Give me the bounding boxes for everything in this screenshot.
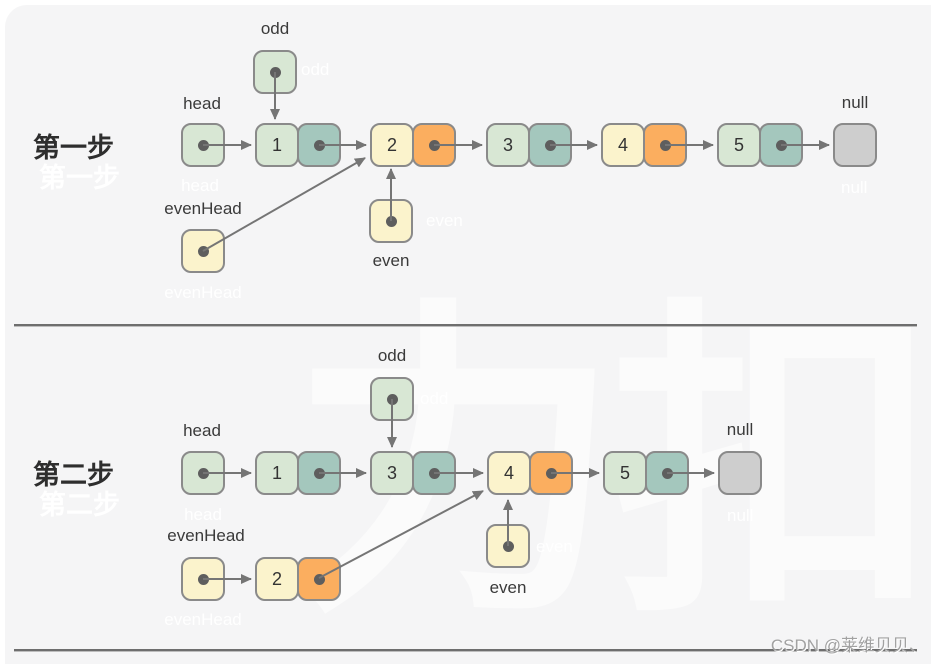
node-value-cell: 4	[487, 451, 531, 495]
step2-odd-label-ghost: odd	[420, 389, 449, 408]
step2-odd-pointer-box	[370, 377, 414, 421]
section-divider-1	[14, 324, 917, 327]
step1-odd-label-ghost: odd	[301, 60, 330, 79]
step1-head-pointer-box	[181, 123, 225, 167]
node-value: 4	[503, 462, 514, 483]
node-value: 2	[386, 134, 397, 155]
step1-node-2: 2	[370, 123, 456, 167]
step2-node-4: 4	[487, 451, 573, 495]
step2-null-box	[718, 451, 762, 495]
node-pointer-cell	[529, 451, 573, 495]
step1-head-label: head	[183, 94, 221, 113]
step1-even-label-ghost: even	[426, 211, 463, 230]
step1-null-label: null	[841, 93, 869, 112]
node-pointer-cell	[297, 451, 341, 495]
step1-head-label-ghost: head	[181, 176, 219, 195]
step2-even-pointer-box	[486, 524, 530, 568]
node-pointer-cell	[412, 123, 456, 167]
node-value: 1	[271, 462, 282, 483]
pointer-dot	[428, 467, 440, 479]
step2-node-3: 3	[370, 451, 456, 495]
pointer-dot	[197, 139, 209, 151]
node-pointer-cell	[643, 123, 687, 167]
step2-evenhead-label: evenHead	[167, 526, 245, 545]
step2-even-label-ghost: even	[536, 537, 573, 556]
step2-head-pointer-box	[181, 451, 225, 495]
node-value-cell: 1	[255, 451, 299, 495]
step1-node-4: 4	[601, 123, 687, 167]
pointer-dot	[385, 215, 397, 227]
node-value-cell: 5	[717, 123, 761, 167]
pointer-dot	[386, 393, 398, 405]
node-value-cell: 3	[370, 451, 414, 495]
step2-evenhead-pointer-box	[181, 557, 225, 601]
pointer-dot	[545, 467, 557, 479]
step1-null-box	[833, 123, 877, 167]
step2-title-ghost: 第二步	[39, 490, 120, 520]
section-divider-2	[14, 649, 917, 652]
step1-title-ghost: 第一步	[39, 163, 120, 193]
node-value: 3	[386, 462, 397, 483]
node-pointer-cell	[645, 451, 689, 495]
pointer-dot	[197, 573, 209, 585]
pointer-dot	[269, 66, 281, 78]
pointer-dot	[428, 139, 440, 151]
node-value: 1	[271, 134, 282, 155]
node-value: 3	[502, 134, 513, 155]
step1-node-3: 3	[486, 123, 572, 167]
step2-even-label: even	[489, 578, 527, 597]
node-value-cell: 1	[255, 123, 299, 167]
step1-odd-label: odd	[260, 19, 290, 38]
step2-evenhead-label-ghost: evenHead	[164, 610, 242, 629]
csdn-watermark: CSDN @莱维贝贝、	[770, 636, 926, 655]
node-pointer-cell	[297, 123, 341, 167]
node-value-cell: 5	[603, 451, 647, 495]
node-value-cell: 4	[601, 123, 645, 167]
pointer-dot	[661, 467, 673, 479]
step2-null-label: null	[726, 420, 754, 439]
pointer-dot	[544, 139, 556, 151]
pointer-dot	[313, 139, 325, 151]
node-value-cell: 3	[486, 123, 530, 167]
step2-node-2: 2	[255, 557, 341, 601]
pointer-dot	[659, 139, 671, 151]
step1-node-1: 1	[255, 123, 341, 167]
step2-node-1: 1	[255, 451, 341, 495]
step1-even-label: even	[372, 251, 410, 270]
step2-title: 第二步	[33, 460, 114, 490]
step1-odd-pointer-box	[253, 50, 297, 94]
step2-node-5: 5	[603, 451, 689, 495]
pointer-dot	[502, 540, 514, 552]
node-pointer-cell	[528, 123, 572, 167]
step1-evenhead-label-ghost: evenHead	[164, 283, 242, 302]
pointer-dot	[197, 467, 209, 479]
node-value: 2	[271, 568, 282, 589]
node-value: 5	[619, 462, 630, 483]
step1-evenhead-label: evenHead	[164, 199, 242, 218]
pointer-dot	[313, 573, 325, 585]
node-pointer-cell	[297, 557, 341, 601]
node-pointer-cell	[412, 451, 456, 495]
pointer-dot	[197, 245, 209, 257]
node-value-cell: 2	[370, 123, 414, 167]
step2-null-label-ghost: null	[727, 506, 754, 525]
node-value-cell: 2	[255, 557, 299, 601]
pointer-dot	[775, 139, 787, 151]
step1-title: 第一步	[33, 133, 114, 163]
step2-odd-label: odd	[377, 346, 407, 365]
step1-node-5: 5	[717, 123, 803, 167]
step2-head-label: head	[183, 421, 221, 440]
node-pointer-cell	[759, 123, 803, 167]
step2-head-label-ghost: head	[184, 505, 222, 524]
step1-even-pointer-box	[369, 199, 413, 243]
step1-null-label-ghost: null	[841, 178, 868, 197]
node-value: 4	[617, 134, 628, 155]
node-value: 5	[733, 134, 744, 155]
pointer-dot	[313, 467, 325, 479]
step1-evenhead-pointer-box	[181, 229, 225, 273]
